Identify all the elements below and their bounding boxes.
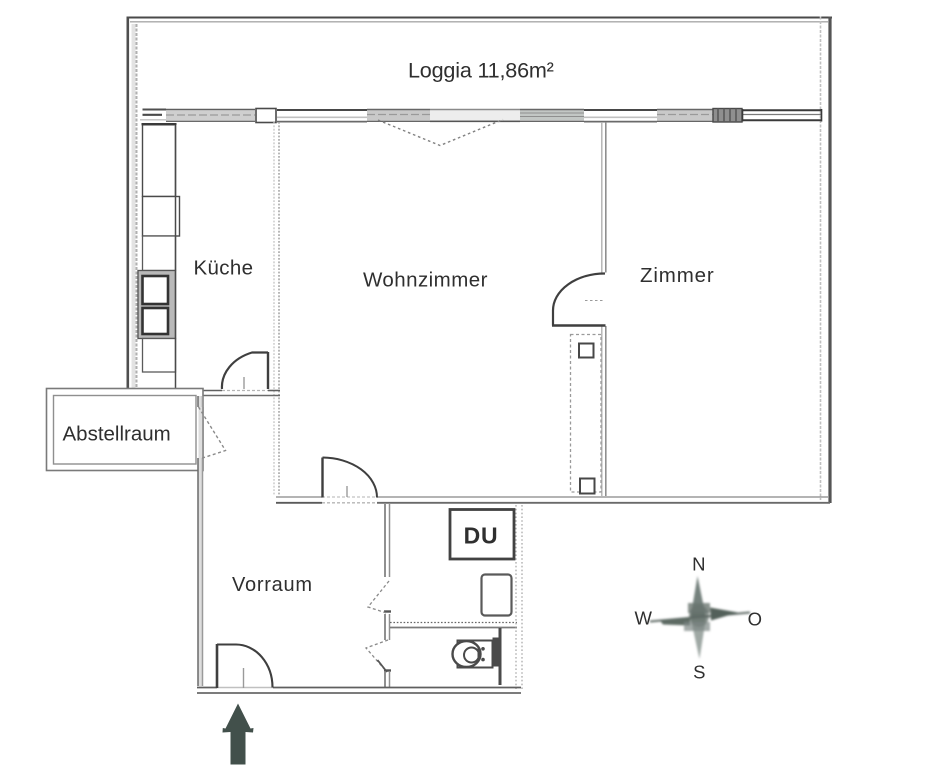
- svg-text:Wohnzimmer: Wohnzimmer: [363, 268, 488, 291]
- svg-text:Vorraum: Vorraum: [232, 574, 313, 596]
- svg-text:Loggia 11,86m²: Loggia 11,86m²: [408, 58, 554, 83]
- svg-text:O: O: [748, 609, 762, 630]
- svg-text:Abstellraum: Abstellraum: [63, 423, 171, 446]
- svg-text:Zimmer: Zimmer: [640, 264, 715, 287]
- svg-text:N: N: [692, 554, 705, 575]
- svg-text:S: S: [693, 662, 705, 683]
- svg-text:W: W: [634, 608, 652, 629]
- svg-text:DU: DU: [464, 523, 499, 549]
- svg-text:Küche: Küche: [194, 257, 254, 280]
